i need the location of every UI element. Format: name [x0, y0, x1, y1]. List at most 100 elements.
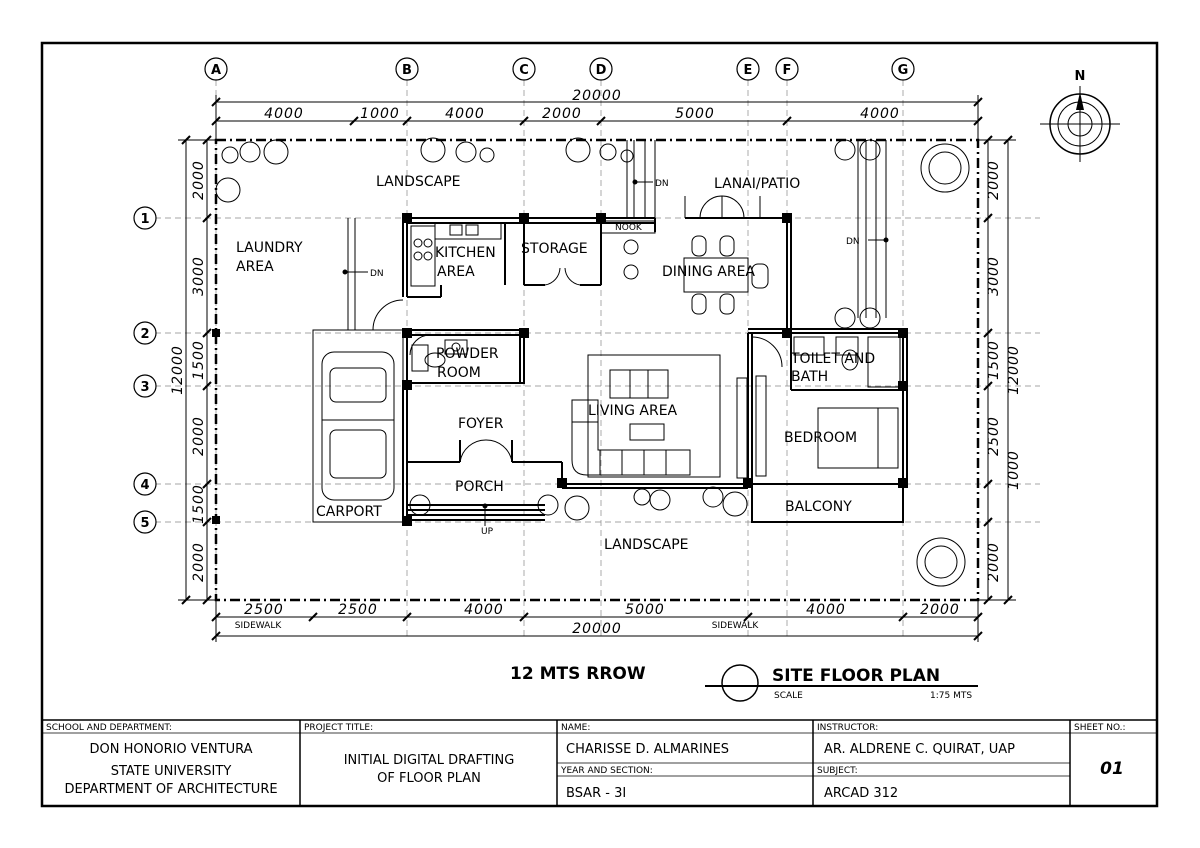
dn-label-2: DN — [370, 269, 384, 279]
tb-instructor-label: INSTRUCTOR: — [817, 723, 878, 733]
room-storage: STORAGE — [521, 241, 588, 257]
room-carport: CARPORT — [316, 504, 382, 520]
dim-bottom-1: 2500 — [244, 602, 284, 618]
tb-project-2: OF FLOOR PLAN — [377, 771, 481, 786]
dining-fixtures — [623, 235, 769, 315]
room-laundry-1: LAUNDRY — [236, 240, 303, 256]
dim-left-5: 1500 — [191, 484, 207, 524]
room-landscape-top: LANDSCAPE — [376, 174, 460, 190]
grid-label-2: 2 — [140, 327, 149, 342]
dimensions-right — [978, 135, 1016, 605]
living-fixtures — [571, 354, 748, 479]
grid-label-5: 5 — [140, 516, 149, 531]
dim-left-total: 12000 — [170, 345, 186, 395]
room-foyer: FOYER — [458, 416, 504, 432]
tb-project-label: PROJECT TITLE: — [304, 723, 373, 733]
room-kitchen-1: KITCHEN — [435, 245, 496, 261]
room-balcony: BALCONY — [785, 499, 852, 515]
plan-title: SITE FLOOR PLAN — [772, 666, 940, 686]
tb-school-2: STATE UNIVERSITY — [111, 764, 232, 779]
dim-top-1: 4000 — [264, 106, 304, 122]
dim-top-6: 4000 — [860, 106, 900, 122]
dim-right-3: 1500 — [986, 340, 1002, 380]
grid-label-1: 1 — [140, 212, 149, 227]
grid-label-a: A — [211, 63, 221, 78]
dim-right-1: 2000 — [986, 160, 1002, 200]
level-markers — [342, 179, 889, 526]
dim-bottom-3: 4000 — [464, 602, 504, 618]
up-label: UP — [481, 527, 494, 537]
tb-school-3: DEPARTMENT OF ARCHITECTURE — [64, 782, 277, 797]
tb-name: CHARISSE D. ALMARINES — [566, 742, 729, 757]
room-bedroom: BEDROOM — [784, 430, 857, 446]
room-dining: DINING AREA — [662, 264, 755, 280]
room-powder-1: POWDER — [436, 346, 499, 362]
dim-right-5: 1000 — [1006, 450, 1022, 490]
room-porch: PORCH — [455, 479, 504, 495]
dimensions-top — [211, 95, 983, 140]
tb-subject-label: SUBJECT: — [817, 766, 858, 776]
dimensions-left — [178, 135, 216, 605]
dim-right-4: 2500 — [986, 416, 1002, 456]
tb-sheet-number: 01 — [1100, 759, 1124, 779]
scale-label: SCALE — [774, 691, 803, 701]
dn-label-3: DN — [846, 237, 860, 247]
room-toilet-2: BATH — [791, 369, 828, 385]
sheet-border — [40, 41, 1159, 808]
dim-right-2: 3000 — [986, 256, 1002, 296]
laundry-walls — [347, 140, 887, 330]
dim-right-6: 2000 — [986, 542, 1002, 582]
grid-label-3: 3 — [140, 380, 149, 395]
dim-right-total: 12000 — [1006, 345, 1022, 395]
room-kitchen-2: AREA — [437, 264, 475, 280]
dim-left-1: 2000 — [191, 160, 207, 200]
dimensions-bottom — [211, 600, 983, 642]
dim-top-2: 1000 — [360, 106, 400, 122]
room-living: LIVING AREA — [588, 403, 678, 419]
tb-school-1: DON HONORIO VENTURA — [90, 742, 253, 757]
grid-label-g: G — [898, 63, 909, 78]
sidewalk-label-right: SIDEWALK — [712, 621, 760, 631]
dim-left-3: 1500 — [191, 340, 207, 380]
plan-title-symbol — [705, 664, 978, 702]
nook-box — [600, 220, 656, 234]
room-lanai: LANAI/PATIO — [714, 176, 800, 192]
tb-school-label: SCHOOL AND DEPARTMENT: — [46, 723, 172, 733]
tb-subject: ARCAD 312 — [824, 786, 898, 801]
dim-bottom-total: 20000 — [572, 621, 622, 637]
tb-year-label: YEAR AND SECTION: — [560, 766, 653, 776]
dim-top-total: 20000 — [572, 88, 622, 104]
grid-bubbles-columns: A B C D E F G — [204, 57, 915, 81]
dim-bottom-5: 4000 — [806, 602, 846, 618]
tb-name-label: NAME: — [561, 723, 590, 733]
room-landscape-bottom: LANDSCAPE — [604, 537, 688, 553]
room-powder-2: ROOM — [437, 365, 481, 381]
room-toilet-1: TOILET AND — [790, 351, 875, 367]
dn-label-1: DN — [655, 179, 669, 189]
dim-left-4: 2000 — [191, 416, 207, 456]
kitchen-fixtures — [410, 222, 502, 287]
powder-fixtures — [411, 339, 468, 372]
tb-project-1: INITIAL DIGITAL DRAFTING — [344, 753, 515, 768]
tb-instructor: AR. ALDRENE C. QUIRAT, UAP — [824, 742, 1015, 757]
dim-top-4: 2000 — [542, 106, 582, 122]
dim-bottom-2: 2500 — [338, 602, 378, 618]
dim-top-5: 5000 — [675, 106, 715, 122]
title-block — [42, 719, 1157, 806]
grid-label-c: C — [519, 63, 529, 78]
road-label: 12 MTS RROW — [510, 664, 646, 684]
property-line — [214, 138, 980, 602]
landscape-plants — [215, 137, 970, 587]
grid-label-4: 4 — [140, 478, 149, 493]
grid-label-f: F — [783, 63, 792, 78]
sidewalk-label-left: SIDEWALK — [235, 621, 283, 631]
dim-bottom-6: 2000 — [920, 602, 960, 618]
dim-top-3: 4000 — [445, 106, 485, 122]
grid-label-d: D — [596, 63, 607, 78]
lanai-door — [684, 195, 761, 219]
dim-left-2: 3000 — [191, 256, 207, 296]
columns — [212, 213, 908, 526]
grid-label-e: E — [744, 63, 753, 78]
tb-year: BSAR - 3I — [566, 786, 626, 801]
